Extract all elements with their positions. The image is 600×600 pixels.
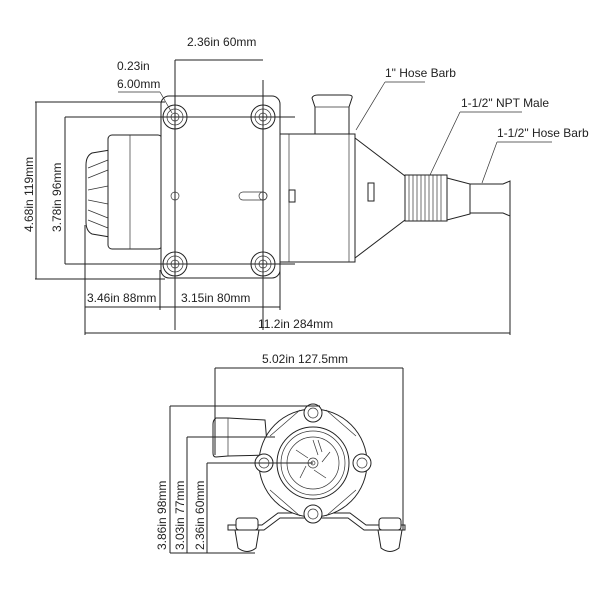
top-view: 2.36in 60mm 0.23in 6.00mm 4.68in 119mm 3… [22,35,589,335]
motor-body [107,134,163,250]
dim-total-length: 11.2in 284mm [258,317,333,331]
label-outlet-hose-barb: 1-1/2" Hose Barb [497,126,589,140]
front-dimension-lines [169,367,404,554]
rubber-foot [377,517,403,552]
dim-front-width: 5.02in 127.5mm [262,352,348,366]
base-bracket [227,512,406,552]
dim-hole-dia-in: 0.23in [117,59,150,73]
bolt-hole [303,403,323,423]
outlet-hose-barb [446,177,511,221]
dim-plate-width: 3.15in 80mm [181,291,250,305]
dim-hole-spacing: 2.36in 60mm [187,35,256,49]
dimension-lines [35,59,552,335]
mounting-plate [160,95,281,279]
rubber-foot [234,517,260,552]
dim-hole-dia-mm: 6.00mm [117,77,160,91]
dim-front-height-total: 3.86in 98mm [155,481,169,550]
motor-end-cap [85,149,111,238]
bolt-hole [352,453,372,473]
npt-thread [404,174,448,222]
label-npt-male: 1-1/2" NPT Male [461,96,549,110]
bolt-hole [303,504,323,524]
label-inlet-hose-barb: 1" Hose Barb [385,66,456,80]
front-view: 5.02in 127.5mm 3.86in 98mm 3.03in 77mm 2… [155,352,406,554]
dim-height-outer: 4.68in 119mm [22,157,36,232]
top-hose-barb [311,94,353,135]
dim-front-height-inlet: 3.03in 77mm [173,481,187,550]
dim-motor-length: 3.46in 88mm [87,291,156,305]
dim-front-height-center: 2.36in 60mm [193,481,207,550]
dim-height-holes: 3.78in 96mm [50,163,64,232]
pump-housing [279,133,406,263]
